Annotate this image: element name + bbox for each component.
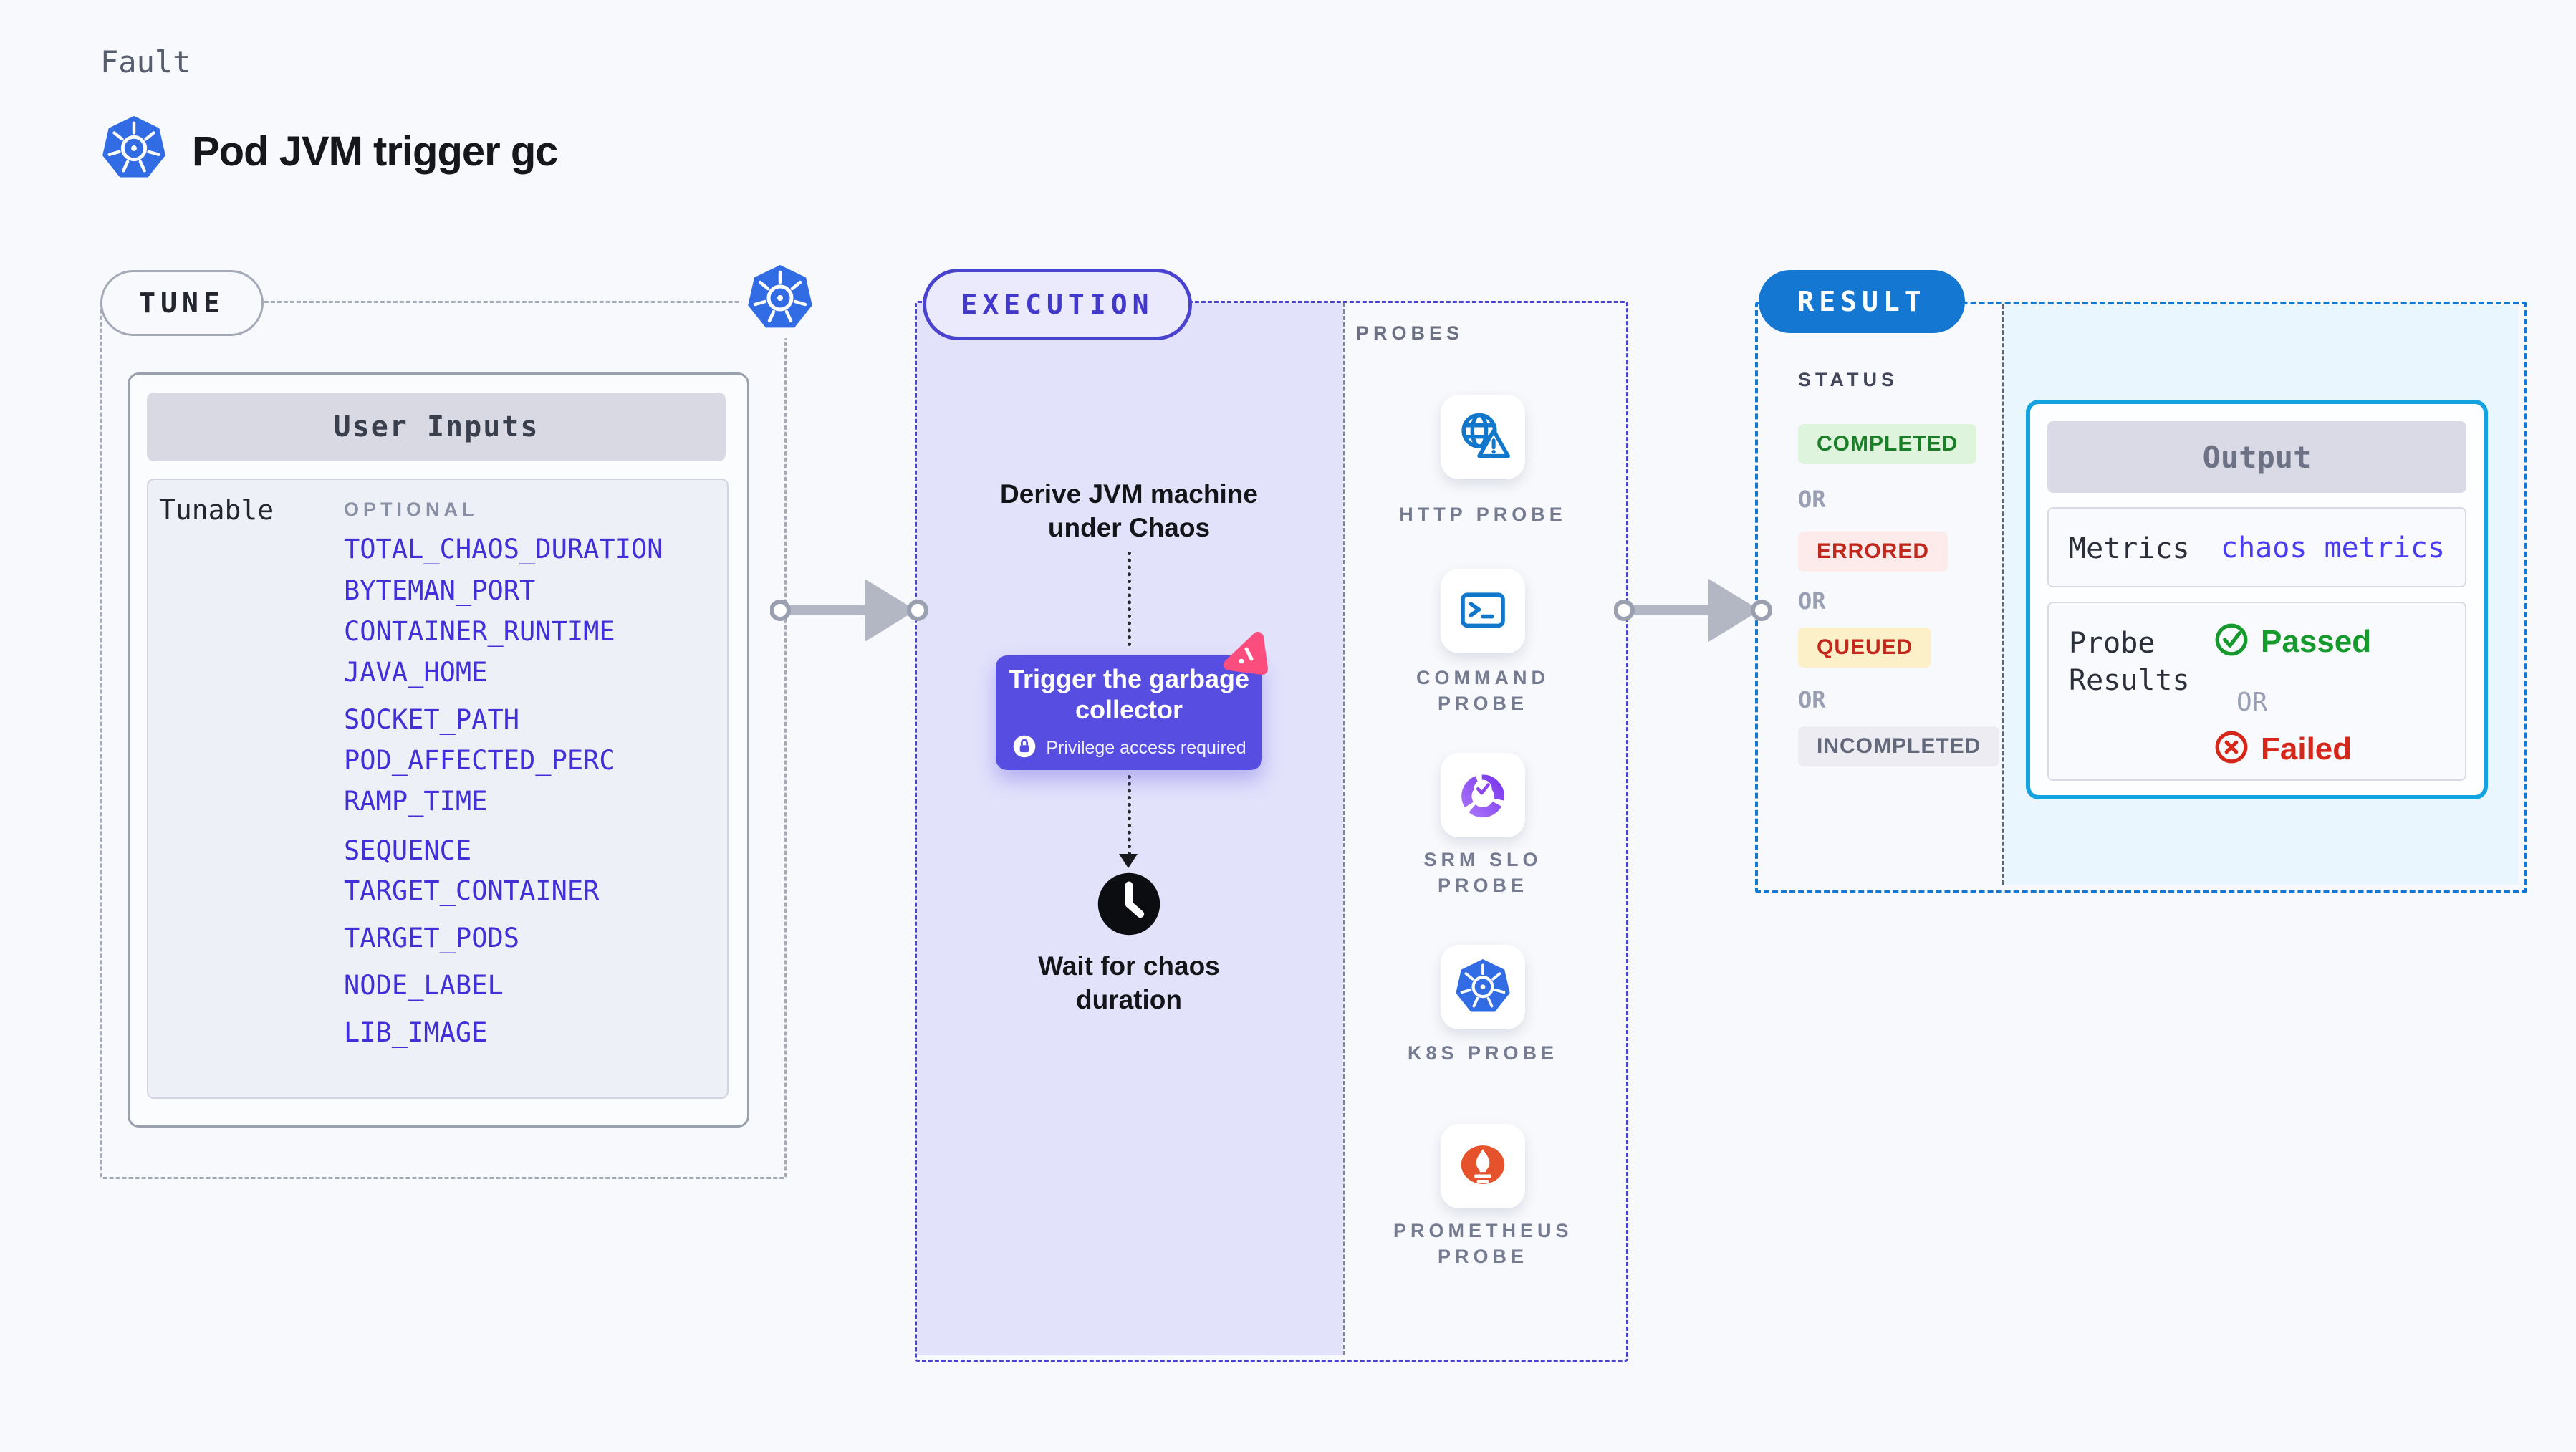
flow-arrow-execution-to-result: [1614, 567, 1772, 657]
tunable-target-pods[interactable]: TARGET_PODS: [344, 923, 520, 953]
connector-derive-to-trigger: [1128, 552, 1131, 646]
k8s-probe-label: K8S PROBE: [1407, 1042, 1559, 1064]
connector-trigger-to-wait: [1128, 775, 1131, 855]
result-section-pill: RESULT: [1759, 270, 1965, 333]
connector-arrowhead: [1119, 854, 1138, 868]
srm-slo-probe-label: SRM SLO PROBE: [1423, 849, 1542, 896]
trigger-gc-label: Trigger the garbage collector: [1008, 663, 1250, 724]
srm-slo-probe-card: [1441, 753, 1525, 837]
command-probe-card: [1441, 569, 1525, 653]
tunables-panel: [147, 479, 729, 1099]
probes-column-label: PROBES: [1356, 322, 1464, 344]
status-badge-queued: QUEUED: [1798, 628, 1932, 668]
tunable-java-home[interactable]: JAVA_HOME: [344, 657, 488, 688]
prometheus-icon: [1451, 1135, 1514, 1198]
or-separator: OR: [2236, 688, 2268, 717]
terminal-icon: [1454, 581, 1512, 642]
optional-column-label: OPTIONAL: [344, 499, 479, 520]
tunable-lib-image[interactable]: LIB_IMAGE: [344, 1017, 488, 1048]
slo-gauge-icon: [1453, 764, 1513, 827]
lock-icon: [1011, 734, 1037, 763]
clock-icon: [1095, 870, 1163, 941]
output-title: Output: [2047, 421, 2466, 493]
chaos-cursor-icon: [1218, 628, 1271, 684]
probe-result-failed: Failed: [2214, 729, 2352, 769]
tunable-target-container[interactable]: TARGET_CONTAINER: [344, 875, 600, 906]
step-derive-jvm: Derive JVM machine under Chaos: [1000, 479, 1258, 542]
x-circle-icon: [2214, 729, 2249, 769]
user-inputs-title: User Inputs: [147, 393, 726, 461]
http-probe-card: [1441, 395, 1525, 479]
trigger-gc-node[interactable]: Trigger the garbage collector Privilege …: [996, 655, 1262, 770]
tunable-sequence[interactable]: SEQUENCE: [344, 835, 472, 866]
tunable-node-label[interactable]: NODE_LABEL: [344, 970, 504, 1001]
status-badge-completed: COMPLETED: [1798, 424, 1977, 464]
step-wait-duration: Wait for chaos duration: [1038, 951, 1220, 1014]
page-title: Pod JVM trigger gc: [192, 128, 559, 175]
status-badge-incompleted: INCOMPLETED: [1798, 726, 2000, 766]
or-separator: OR: [1798, 686, 1826, 713]
chaos-metrics-link[interactable]: chaos metrics: [2221, 532, 2446, 564]
prometheus-probe-label: PROMETHEUS PROBE: [1393, 1220, 1573, 1267]
tunable-total-chaos-duration[interactable]: TOTAL_CHAOS_DURATION: [344, 534, 663, 564]
or-separator: OR: [1798, 587, 1826, 615]
tunable-ramp-time[interactable]: RAMP_TIME: [344, 786, 488, 817]
output-card: Output Metrics chaos metrics Probe Resul…: [2026, 400, 2488, 799]
fault-kicker: Fault: [100, 44, 191, 80]
tune-section-pill: TUNE: [100, 270, 264, 336]
result-section-box: [1755, 302, 2527, 893]
metrics-row: Metrics chaos metrics: [2047, 507, 2466, 587]
tunable-row-label: Tunable: [159, 494, 274, 526]
probe-results-label: Probe Results: [2069, 627, 2190, 697]
http-probe-label: HTTP PROBE: [1399, 504, 1567, 525]
status-badge-errored: ERRORED: [1798, 532, 1948, 572]
status-column-label: STATUS: [1798, 369, 1898, 390]
tunable-pod-affected-perc[interactable]: POD_AFFECTED_PERC: [344, 745, 615, 776]
probe-result-passed: Passed: [2214, 622, 2371, 661]
tunable-container-runtime[interactable]: CONTAINER_RUNTIME: [344, 616, 615, 647]
prometheus-probe-card: [1441, 1124, 1525, 1208]
globe-warning-icon: [1453, 405, 1513, 469]
command-probe-label: COMMAND PROBE: [1416, 667, 1549, 714]
probes-divider: [1343, 303, 1345, 1355]
tune-section-box: [100, 301, 787, 1179]
execution-section-pill: EXECUTION: [923, 269, 1192, 340]
or-separator: OR: [1798, 486, 1826, 513]
flow-arrow-tune-to-execution: [770, 567, 928, 657]
result-divider: [2002, 304, 2004, 885]
kubernetes-icon: [1453, 956, 1513, 1019]
kubernetes-icon: [741, 258, 819, 339]
kubernetes-icon: [99, 112, 169, 186]
metrics-label: Metrics: [2069, 532, 2190, 565]
passed-label: Passed: [2261, 623, 2372, 659]
privilege-note: Privilege access required: [1046, 737, 1246, 758]
tunable-byteman-port[interactable]: BYTEMAN_PORT: [344, 575, 536, 606]
tunable-socket-path[interactable]: SOCKET_PATH: [344, 704, 520, 735]
probe-results-row: Probe Results Passed OR: [2047, 602, 2466, 781]
execution-section-box: [915, 301, 1628, 1362]
k8s-probe-card: [1441, 945, 1525, 1029]
check-circle-icon: [2214, 622, 2249, 661]
failed-label: Failed: [2261, 731, 2352, 766]
